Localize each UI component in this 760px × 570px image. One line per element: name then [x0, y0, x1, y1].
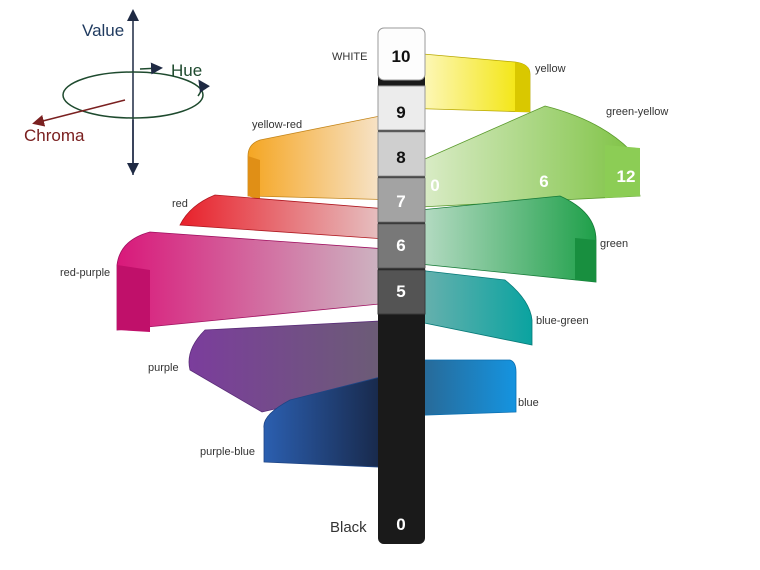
- hue-slab-yellow: [399, 51, 531, 113]
- value-step-0: 0: [396, 515, 405, 534]
- chroma-arrow: [32, 99, 126, 127]
- value-step-10-block: [377, 27, 426, 81]
- black-label: Black: [330, 519, 367, 536]
- hue-slab-red: [179, 194, 401, 241]
- value-step-9-block: [377, 85, 426, 131]
- hue-label-yellow: yellow: [535, 63, 566, 75]
- chroma-mark-0: 0: [430, 176, 439, 195]
- white-label: WHITE: [332, 51, 367, 63]
- hue-label-purple-blue: purple-blue: [200, 446, 255, 458]
- value-step-8: 8: [396, 148, 405, 167]
- hue-slab-red-purple: [116, 231, 401, 332]
- value-step-10: 10: [392, 47, 411, 66]
- hue-label-green: green: [600, 238, 628, 250]
- hue-label-purple: purple: [148, 362, 179, 374]
- hue-arrow: [139, 62, 163, 75]
- value-step-8-block: [377, 131, 426, 177]
- hue-label-green-yellow: green-yellow: [606, 106, 668, 118]
- axes-legend: Value Hue Chroma: [24, 9, 210, 175]
- value-step-7-block: [377, 177, 426, 223]
- value-column: 10 9 8 7 6 5 0: [377, 27, 426, 544]
- hue-slab-green-yellow: [399, 105, 641, 209]
- hue-label-blue-green: blue-green: [536, 315, 589, 327]
- hue-slab-yellow-red: [247, 111, 401, 201]
- value-step-5-block: [377, 269, 426, 315]
- value-step-6: 6: [396, 236, 405, 255]
- hue-label-yellow-red: yellow-red: [252, 119, 302, 131]
- chroma-legend-label: Chroma: [24, 126, 85, 145]
- value-step-9: 9: [396, 103, 405, 122]
- hue-slab-green: [399, 195, 597, 283]
- hue-arrow-right: [197, 79, 210, 97]
- value-step-6-block: [377, 223, 426, 269]
- hue-slab-blue-green: [399, 267, 533, 346]
- hue-label-red: red: [172, 198, 188, 210]
- value-legend-label: Value: [82, 21, 124, 40]
- hue-label-blue: blue: [518, 397, 539, 409]
- value-step-7: 7: [396, 192, 405, 211]
- hue-legend-label: Hue: [171, 61, 202, 80]
- chroma-mark-6: 6: [539, 172, 548, 191]
- value-step-5: 5: [396, 282, 405, 301]
- hue-slab-blue: [399, 359, 517, 417]
- hue-slab-purple-blue: [263, 371, 401, 469]
- chroma-mark-12: 12: [617, 167, 636, 186]
- hue-rotation-ring: [62, 71, 204, 119]
- hue-label-red-purple: red-purple: [60, 267, 110, 279]
